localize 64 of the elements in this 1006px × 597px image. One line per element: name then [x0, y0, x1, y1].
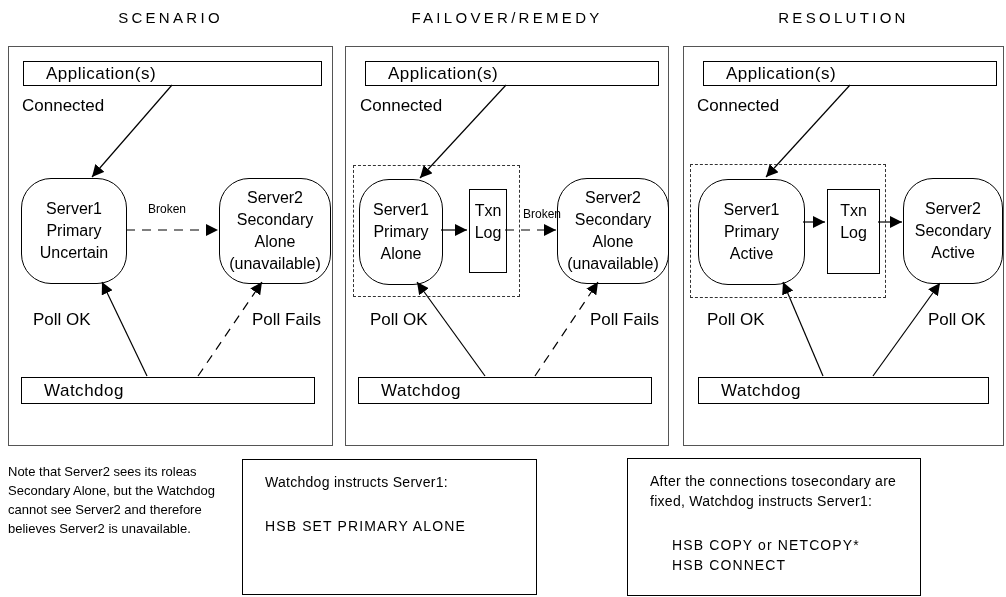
- arrow: [416, 281, 486, 377]
- group-box: [690, 164, 886, 298]
- edge-label: Connected: [22, 95, 105, 117]
- server-node: [903, 178, 1003, 284]
- node-label: Txn Log: [839, 201, 868, 243]
- node-label: Server1 Primary Active: [722, 200, 781, 264]
- instruction-text: After the connections tosecondary are fixed, Watchdog instructs Server1:: [650, 472, 898, 511]
- arrow: [197, 281, 263, 377]
- arrow: [534, 281, 599, 377]
- arrow: [504, 224, 557, 236]
- server-node: [698, 179, 805, 285]
- node-label: Watchdog: [44, 379, 124, 402]
- node-label: Application(s): [46, 62, 157, 85]
- command-text: HSB SET PRIMARY ALONE: [265, 517, 467, 536]
- node-label: Server1 Primary Alone: [372, 200, 430, 264]
- arrow: [802, 216, 826, 228]
- server-node: [219, 178, 331, 284]
- edge-label: Poll OK: [33, 309, 91, 331]
- group-box: [353, 165, 520, 297]
- node-label: Application(s): [726, 62, 837, 85]
- server-node: [359, 179, 443, 285]
- node-label: Server2 Secondary Alone (unavailable): [566, 188, 660, 274]
- arrow: [872, 282, 941, 377]
- arrow: [877, 216, 903, 228]
- edge-label: Poll OK: [928, 309, 986, 331]
- panel-title: SCENARIO: [117, 8, 224, 28]
- command-text: HSB CONNECT: [671, 556, 788, 575]
- log-box: [827, 189, 880, 274]
- node-label: Server1 Primary Uncertain: [38, 199, 110, 263]
- command-text: HSB COPY or NETCOPY*: [671, 536, 861, 555]
- instruction-box: [242, 459, 537, 595]
- process-box: [365, 61, 659, 86]
- server-node: [21, 178, 127, 284]
- arrow: [91, 84, 173, 178]
- edge-label: Poll Fails: [252, 309, 321, 331]
- edge-label: Connected: [697, 95, 780, 117]
- panel-title: RESOLUTION: [777, 8, 910, 28]
- edge-label: Poll OK: [707, 309, 765, 331]
- arrow: [419, 84, 507, 179]
- arrow: [765, 84, 851, 178]
- edge-label: Connected: [360, 95, 443, 117]
- process-box: [23, 61, 322, 86]
- node-label: Watchdog: [721, 379, 801, 402]
- node-label: Txn Log: [473, 201, 503, 243]
- edge-label: Poll Fails: [590, 309, 659, 331]
- instruction-text: Watchdog instructs Server1:: [265, 473, 449, 492]
- arrow: [125, 224, 219, 236]
- edge-label: Poll OK: [370, 309, 428, 331]
- process-box: [698, 377, 989, 404]
- process-box: [358, 377, 652, 404]
- node-label: Watchdog: [381, 379, 461, 402]
- process-box: [703, 61, 997, 86]
- process-box: [21, 377, 315, 404]
- edge-label: Broken: [148, 201, 187, 218]
- arrow: [440, 224, 468, 236]
- log-box: [469, 189, 507, 273]
- instruction-box: [627, 458, 921, 596]
- note-text: Note that Server2 sees its roleas Secondary Alone, but the Watchdog cannot see Server2 and therefore believes Server2 is unavailable.: [8, 463, 216, 538]
- panel-title: FAILOVER/REMEDY: [410, 8, 604, 28]
- node-label: Server2 Secondary Alone (unavailable): [228, 188, 322, 274]
- arrow: [101, 281, 148, 377]
- node-label: Server2 Secondary Active: [913, 199, 993, 263]
- arrow: [782, 281, 824, 377]
- node-label: Application(s): [388, 62, 499, 85]
